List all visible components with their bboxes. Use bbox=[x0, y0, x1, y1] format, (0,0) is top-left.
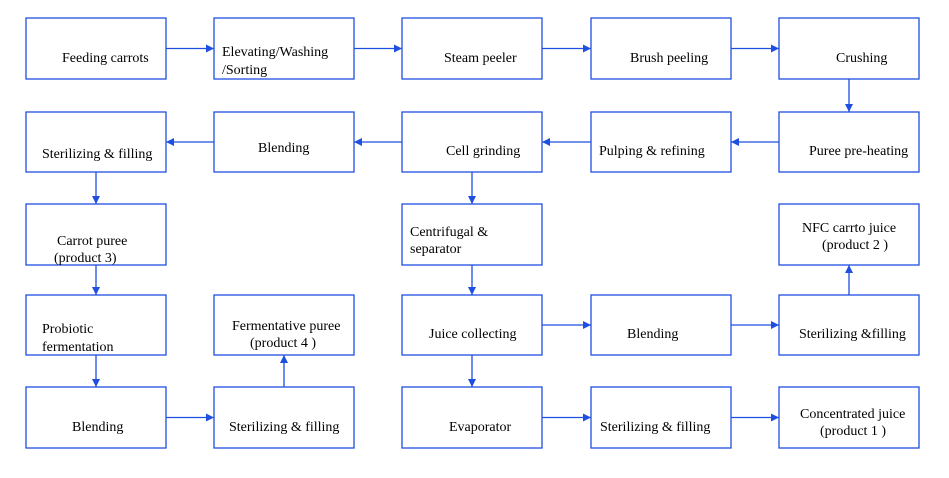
node-box bbox=[25, 203, 167, 266]
node-carrot-puree: Carrot puree (product 3) bbox=[25, 203, 167, 266]
node-box bbox=[25, 17, 167, 80]
node-box bbox=[778, 386, 920, 449]
node-blending-1: Blending bbox=[213, 111, 355, 173]
node-label: Carrot puree bbox=[57, 234, 127, 249]
node-label: Feeding carrots bbox=[62, 51, 149, 66]
node-box bbox=[213, 111, 355, 173]
node-label: /Sorting bbox=[222, 63, 267, 78]
node-concentrated-juice: Concentrated juice (product 1 ) bbox=[778, 386, 920, 449]
node-fermentative-puree: Fermentative puree (product 4 ) bbox=[213, 294, 355, 356]
node-label: Juice collecting bbox=[429, 327, 516, 342]
node-box bbox=[401, 294, 543, 356]
arrows-layer bbox=[92, 44, 853, 422]
node-juice-collecting: Juice collecting bbox=[401, 294, 543, 356]
node-box bbox=[213, 17, 355, 80]
node-box bbox=[25, 386, 167, 449]
node-label: NFC carrto juice bbox=[802, 221, 896, 236]
node-cell-grinding: Cell grinding bbox=[401, 111, 543, 173]
node-brush-peeling: Brush peeling bbox=[590, 17, 732, 80]
node-pulping-refining: Pulping & refining bbox=[590, 111, 732, 173]
node-blending-3: Blending bbox=[25, 386, 167, 449]
node-label: Pulping & refining bbox=[599, 144, 705, 159]
node-label: Concentrated juice bbox=[800, 407, 905, 422]
node-box bbox=[590, 111, 732, 173]
node-label: Fermentative puree bbox=[232, 319, 340, 334]
node-sterilizing-filling-3: Sterilizing & filling bbox=[213, 386, 355, 449]
node-label: Probiotic bbox=[42, 322, 93, 337]
node-box bbox=[778, 111, 920, 173]
node-feeding-carrots: Feeding carrots bbox=[25, 17, 167, 80]
node-box bbox=[590, 294, 732, 356]
node-label: Puree pre-heating bbox=[809, 144, 908, 159]
node-label: Elevating/Washing bbox=[222, 45, 328, 60]
node-label: (product 1 ) bbox=[820, 424, 886, 439]
node-label: Crushing bbox=[836, 51, 887, 66]
node-box bbox=[401, 17, 543, 80]
node-label: Sterilizing & filling bbox=[229, 420, 339, 435]
node-box bbox=[213, 294, 355, 356]
node-label: Brush peeling bbox=[630, 51, 708, 66]
node-sterilizing-filling-2: Sterilizing &filling bbox=[778, 294, 920, 356]
node-box bbox=[213, 386, 355, 449]
node-label: Centrifugal & bbox=[410, 225, 488, 240]
node-label: Sterilizing &filling bbox=[799, 327, 906, 342]
node-probiotic: Probiotic fermentation bbox=[25, 294, 167, 356]
node-blending-2: Blending bbox=[590, 294, 732, 356]
node-crushing: Crushing bbox=[778, 17, 920, 80]
node-centrifugal: Centrifugal & separator bbox=[401, 203, 543, 266]
node-label: Blending bbox=[72, 420, 123, 435]
node-nfc-juice: NFC carrto juice (product 2 ) bbox=[778, 203, 920, 266]
node-label: Blending bbox=[258, 141, 309, 156]
node-label: Evaporator bbox=[449, 420, 512, 435]
node-box bbox=[778, 294, 920, 356]
node-box bbox=[590, 386, 732, 449]
node-sterilizing-filling-1: Sterilizing & filling bbox=[25, 111, 167, 173]
node-evaporator: Evaporator bbox=[401, 386, 543, 449]
node-label: (product 4 ) bbox=[250, 336, 316, 351]
node-label: fermentation bbox=[42, 340, 114, 355]
node-sterilizing-filling-4: Sterilizing & filling bbox=[590, 386, 732, 449]
node-box bbox=[401, 386, 543, 449]
node-box bbox=[401, 203, 543, 266]
node-label: (product 2 ) bbox=[822, 238, 888, 253]
node-label: Cell grinding bbox=[446, 144, 520, 159]
node-label: Sterilizing & filling bbox=[600, 420, 710, 435]
node-label: (product 3) bbox=[54, 251, 117, 266]
node-box bbox=[25, 294, 167, 356]
node-elevating: Elevating/Washing/Sorting bbox=[213, 17, 355, 80]
boxes-layer: Feeding carrots Elevating/Washing/Sorting… bbox=[25, 17, 920, 449]
node-label: Blending bbox=[627, 327, 678, 342]
node-steam-peeler: Steam peeler bbox=[401, 17, 543, 80]
node-puree-preheating: Puree pre-heating bbox=[778, 111, 920, 173]
node-label: Steam peeler bbox=[444, 51, 517, 66]
node-label: separator bbox=[410, 242, 462, 257]
node-label: Sterilizing & filling bbox=[42, 147, 152, 162]
node-box bbox=[25, 111, 167, 173]
node-box bbox=[778, 203, 920, 266]
node-box bbox=[401, 111, 543, 173]
node-box bbox=[778, 17, 920, 80]
node-box bbox=[590, 17, 732, 80]
